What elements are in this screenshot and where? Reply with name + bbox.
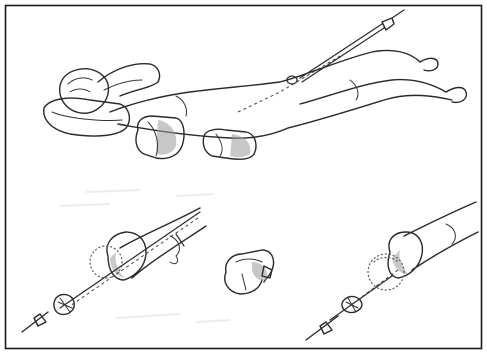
illustration-canvas: [0, 0, 487, 354]
medical-illustration: [0, 0, 487, 354]
